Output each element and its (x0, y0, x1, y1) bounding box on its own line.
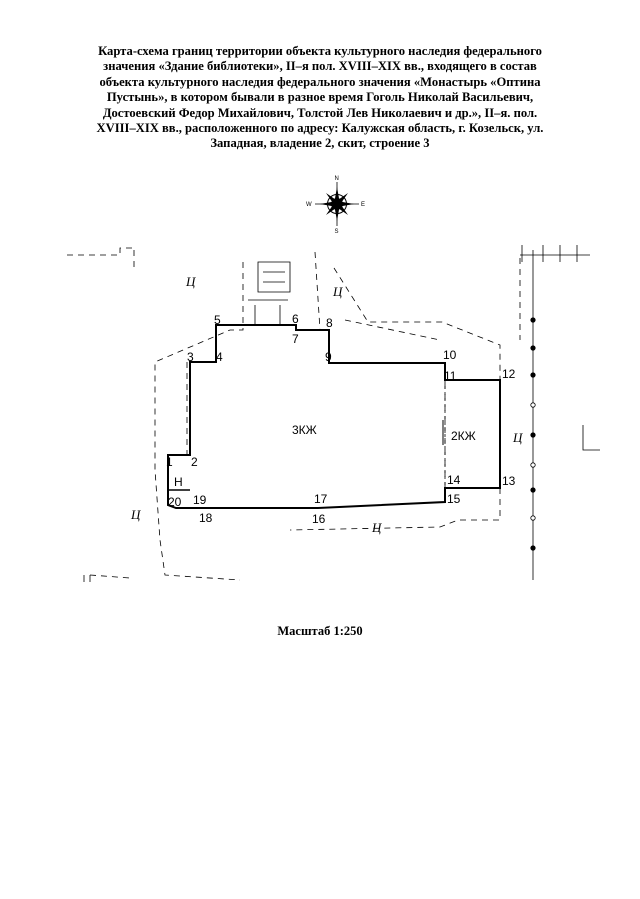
compass-east: E (361, 202, 365, 208)
boundary-point-18: 18 (199, 511, 213, 525)
compass-rose-icon: N S E W (306, 176, 365, 235)
boundary-point-11: 11 (444, 369, 457, 383)
boundary-point-17: 17 (314, 492, 328, 506)
boundary-point-3: 3 (187, 350, 194, 364)
boundary-point-14: 14 (447, 473, 461, 487)
context-marks (83, 261, 600, 582)
boundary-point-2: 2 (191, 455, 198, 469)
title-line: XVIII–XIX вв., расположенного по адресу:… (96, 121, 544, 136)
boundary-point-1: 1 (166, 455, 173, 469)
main-building-zone-label: 3КЖ (292, 423, 317, 437)
surround-zone-label-nw: Ц (185, 274, 196, 289)
fence-post-row (520, 245, 590, 580)
small-block-zone-label: Н (174, 475, 183, 489)
title-line: значения «Здание библиотеки», II–я пол. … (103, 59, 537, 74)
boundary-point-10: 10 (443, 348, 457, 362)
annex-zone-label: 2КЖ (451, 429, 476, 443)
boundary-point-5: 5 (214, 313, 221, 327)
surround-zone-label-n: Ц (332, 284, 343, 299)
document-title: Карта-схема границ территории объекта ку… (70, 44, 570, 152)
boundary-point-7: 7 (292, 332, 299, 346)
scale-label: Масштаб 1:250 (277, 624, 363, 638)
surround-zone-label-e: Ц (512, 430, 523, 445)
compass-north: N (335, 176, 339, 182)
boundary-point-19: 19 (193, 493, 207, 507)
boundary-point-16: 16 (312, 512, 326, 526)
title-line: объекта культурного наследия федеральног… (99, 74, 541, 89)
boundary-point-labels: 1 2 3 4 5 6 7 8 9 10 11 12 13 14 15 16 1… (166, 312, 516, 526)
surround-zone-label-w: Ц (130, 507, 141, 522)
territory-boundary (167, 324, 501, 509)
title-line: Западная, владение 2, скит, строение 3 (210, 136, 430, 151)
boundary-point-20: 20 (168, 495, 182, 509)
territory-context-lines (67, 247, 521, 581)
boundary-point-6: 6 (292, 312, 299, 326)
compass-south: S (335, 229, 339, 235)
boundary-point-15: 15 (447, 492, 461, 506)
title-line: Пустынь», в котором бывали в разное врем… (106, 90, 534, 105)
surround-zone-label-s: Ц (371, 520, 382, 535)
boundary-point-9: 9 (325, 350, 332, 364)
boundary-point-12: 12 (502, 367, 516, 381)
title-line: Достоевский Федор Михайлович, Толстой Ле… (102, 105, 538, 120)
title-line: Карта-схема границ территории объекта ку… (98, 44, 542, 58)
boundary-point-4: 4 (216, 350, 223, 364)
compass-west: W (306, 202, 312, 208)
boundary-point-8: 8 (326, 316, 333, 330)
boundary-point-13: 13 (502, 474, 516, 488)
